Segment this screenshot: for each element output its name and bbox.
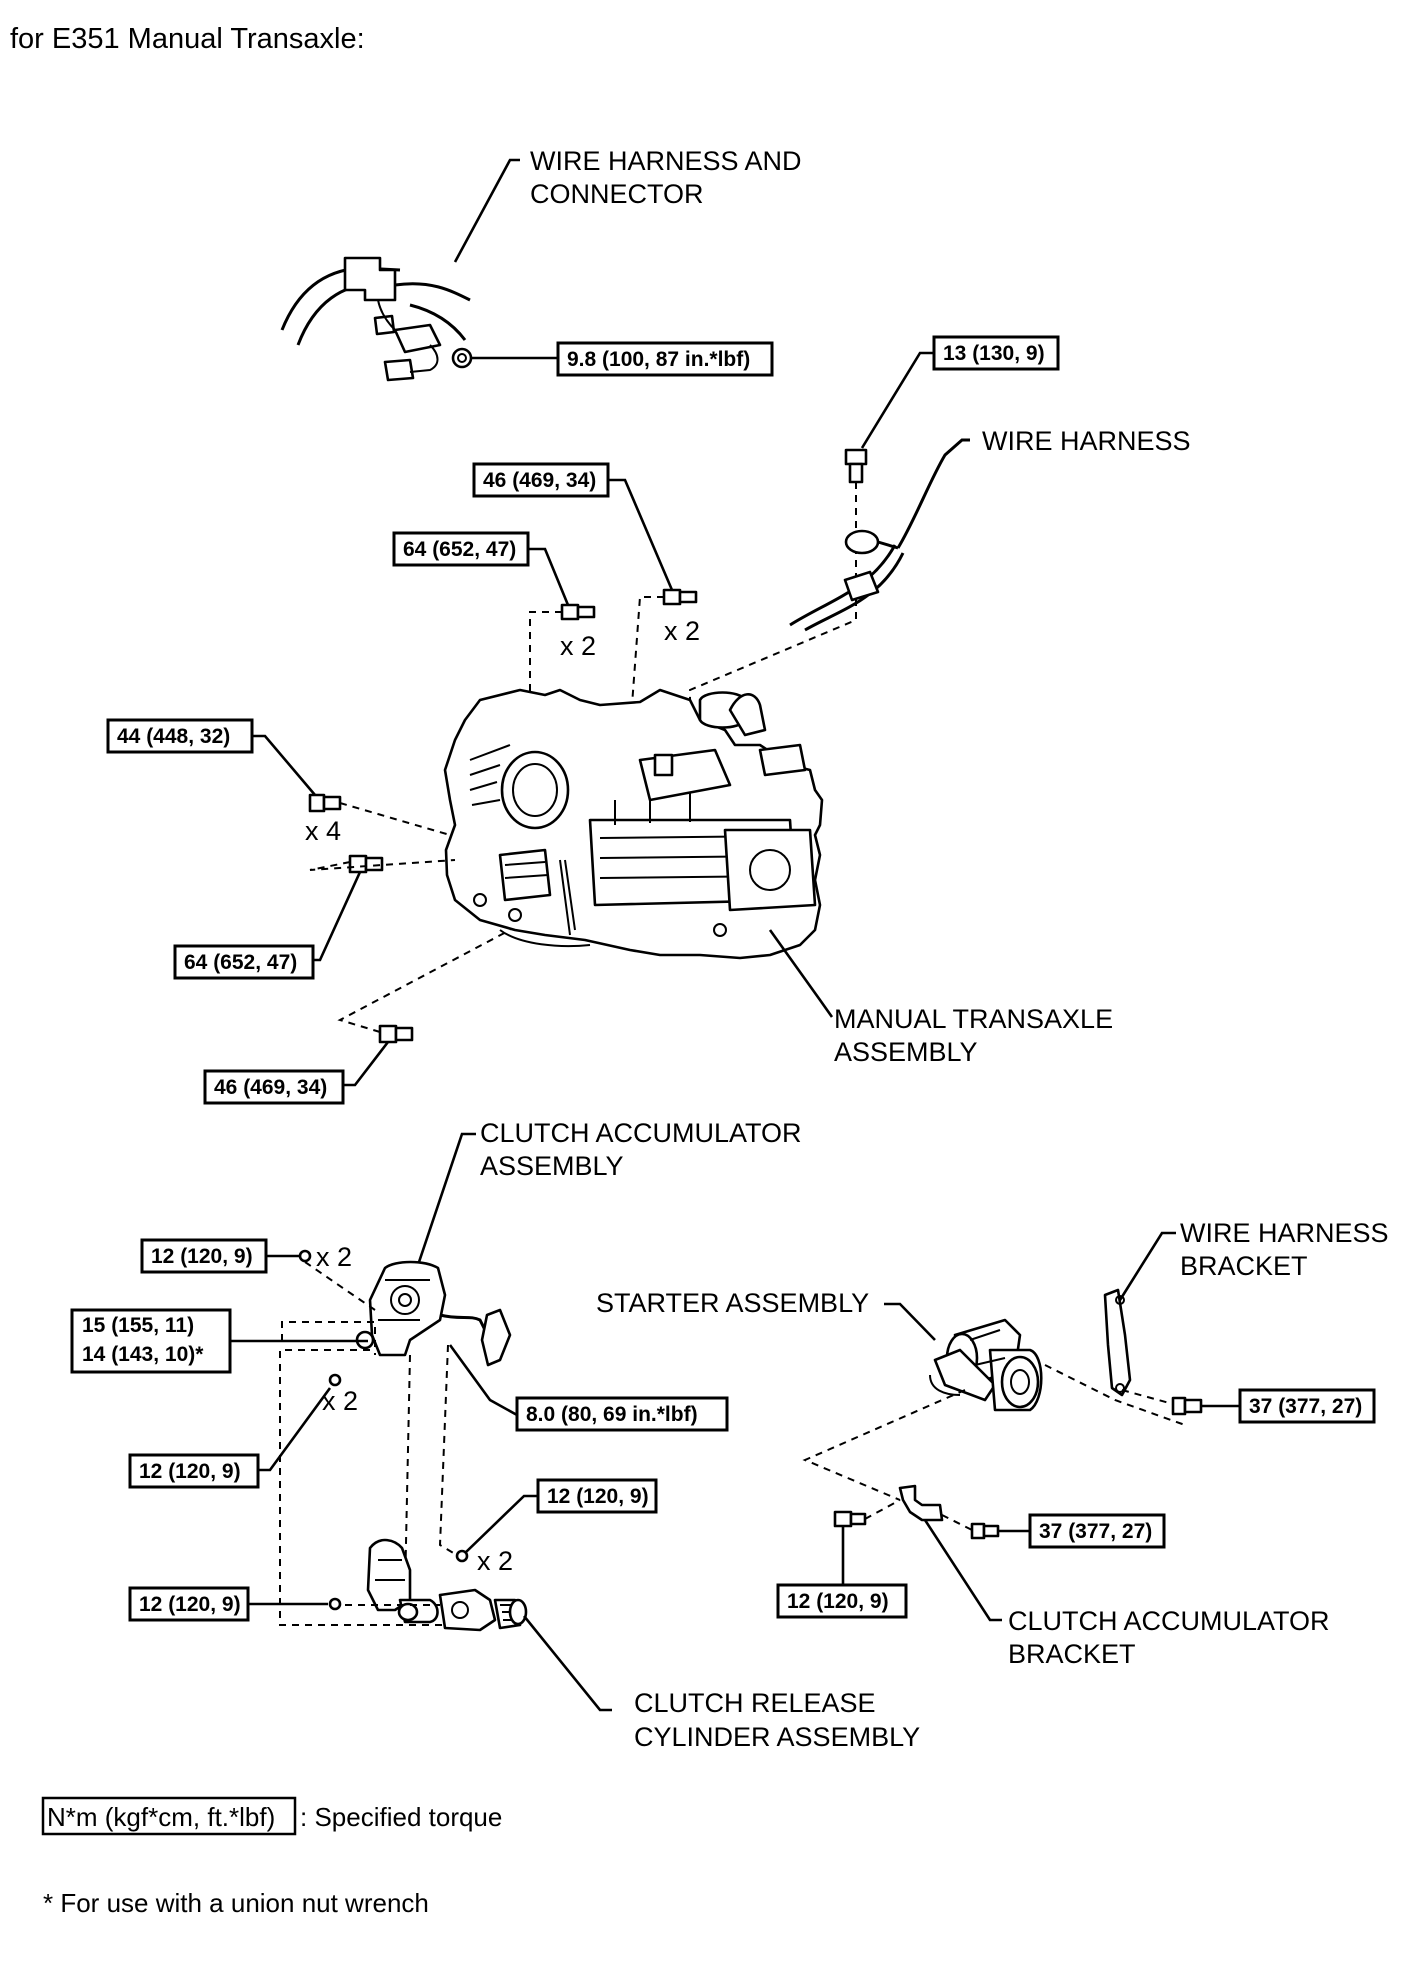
bolt-t11 [328,1373,342,1387]
torque-t9b: 14 (143, 10)* [82,1343,204,1366]
torque-t14: 37 (377, 27) [1249,1395,1362,1418]
intro-text: for E351 Manual Transaxle: [10,23,365,55]
torque-box-t14 [1238,1388,1376,1424]
qty-q3: x 4 [305,816,341,846]
wire-harness-connector-illustration [280,256,473,382]
legend-unit-box [41,1796,297,1836]
bolt-t15 [970,1522,1000,1540]
wire-harness-bolt [844,448,868,484]
bolt-t3 [662,588,698,606]
clutch-accumulator-bracket-illustration [898,1484,944,1522]
bolt-t14 [1171,1396,1203,1416]
bolt-t7 [378,1024,414,1044]
torque-t11: 12 (120, 9) [139,1460,241,1483]
torque-t13: 12 (120, 9) [139,1593,241,1616]
clutch-release-cylinder-illustration [366,1538,528,1632]
wire-harness-illustration [789,438,970,632]
label-clutch-accumulator-bracket-2: BRACKET [1008,1639,1136,1669]
bolt-t5 [308,793,342,813]
torque-t9a: 15 (155, 11) [82,1314,194,1337]
torque-box-t4 [392,531,530,567]
label-wire-harness-bracket-2: BRACKET [1180,1251,1308,1281]
qty-q4: x 2 [316,1242,352,1272]
torque-box-t7 [203,1069,345,1105]
label-wire-harness: WIRE HARNESS [982,426,1191,456]
torque-t7: 46 (469, 34) [214,1076,327,1099]
torque-box-t11 [128,1453,260,1489]
torque-box-t10 [515,1396,729,1432]
torque-t4: 64 (652, 47) [403,538,516,561]
torque-box-t16 [776,1583,908,1619]
torque-t16: 12 (120, 9) [787,1590,889,1613]
legend-unit: N*m (kgf*cm, ft.*lbf) [47,1802,275,1832]
clutch-accumulator-illustration [355,1260,512,1367]
label-clutch-release-cylinder-1: CLUTCH RELEASE [634,1688,876,1718]
label-clutch-release-cylinder-2: CYLINDER ASSEMBLY [634,1722,920,1752]
label-clutch-accumulator-2: ASSEMBLY [480,1151,624,1181]
torque-t1: 9.8 (100, 87 in.*lbf) [567,348,750,371]
label-manual-transaxle-2: ASSEMBLY [834,1037,978,1067]
torque-t3: 46 (469, 34) [483,469,596,492]
label-wire-harness-bracket-1: WIRE HARNESS [1180,1218,1389,1248]
qty-q2: x 2 [560,631,596,661]
label-wire-harness-connector-1: WIRE HARNESS AND [530,146,802,176]
torque-box-t9 [70,1308,232,1374]
manual-transaxle-illustration [443,688,824,960]
torque-box-t6 [173,944,315,980]
qty-q6: x 2 [477,1546,513,1576]
label-wire-harness-connector-2: CONNECTOR [530,179,704,209]
torque-box-t15 [1028,1513,1166,1549]
label-clutch-accumulator-bracket-1: CLUTCH ACCUMULATOR [1008,1606,1330,1636]
torque-box-t13 [128,1586,250,1622]
bolt-t6 [348,854,384,874]
bolt-t4 [560,603,596,621]
torque-t2: 13 (130, 9) [943,342,1045,365]
torque-t15: 37 (377, 27) [1039,1520,1152,1543]
torque-t8: 12 (120, 9) [151,1245,253,1268]
torque-t5: 44 (448, 32) [117,725,230,748]
label-clutch-accumulator-1: CLUTCH ACCUMULATOR [480,1118,802,1148]
starter-assembly-illustration [929,1318,1043,1412]
legend-footnote: * For use with a union nut wrench [43,1888,429,1918]
torque-t6: 64 (652, 47) [184,951,297,974]
torque-t12: 12 (120, 9) [547,1485,649,1508]
legend-desc: : Specified torque [300,1802,502,1832]
wire-harness-bracket-illustration [1103,1288,1132,1397]
torque-box-t5 [106,718,254,754]
torque-t10: 8.0 (80, 69 in.*lbf) [526,1403,698,1426]
qty-q1: x 2 [664,616,700,646]
bolt-t16 [833,1510,867,1528]
label-manual-transaxle-1: MANUAL TRANSAXLE [834,1004,1113,1034]
label-starter: STARTER ASSEMBLY [596,1288,869,1318]
torque-box-t1 [556,341,774,377]
